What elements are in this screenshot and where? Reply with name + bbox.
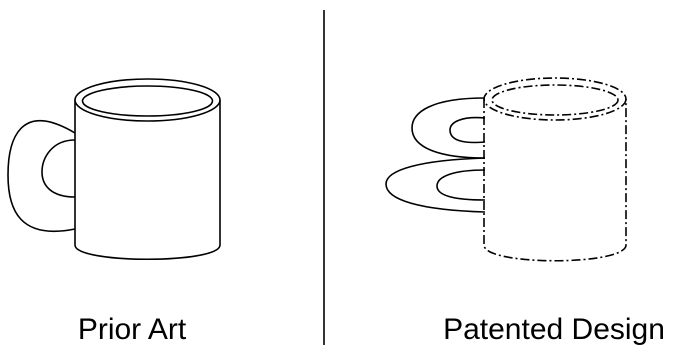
patented-design-mug-body <box>483 99 627 262</box>
patented-design-upper-handle-outer <box>411 97 486 159</box>
patented-design-upper-handle-inner <box>449 116 486 144</box>
prior-art-mug-handle-inner <box>41 139 76 198</box>
caption-prior-art: Prior Art <box>77 313 187 346</box>
prior-art-mug <box>7 78 221 261</box>
patented-design-mug-rim-inner <box>491 84 619 116</box>
caption-patented-design: Patented Design <box>443 313 665 346</box>
prior-art-mug-handle-outer <box>7 119 76 233</box>
prior-art-mug-body <box>74 100 221 261</box>
prior-art-mug-rim-inner <box>81 85 214 117</box>
prior-art-mug-rim-outer <box>74 78 221 122</box>
patented-design-mug-rim-outer <box>483 77 627 121</box>
patented-design-lower-handle-inner <box>436 169 486 201</box>
patented-design-lower-handle-outer <box>385 157 486 213</box>
patented-design-mug <box>385 77 627 262</box>
